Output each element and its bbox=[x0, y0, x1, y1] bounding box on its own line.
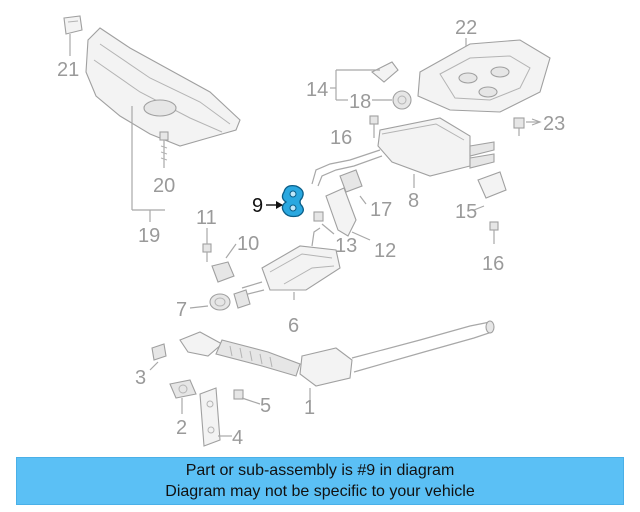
part-7-clamp bbox=[189, 289, 251, 311]
part-11-bolt bbox=[202, 228, 212, 262]
banner-line-1: Part or sub-assembly is #9 in diagram bbox=[185, 462, 455, 479]
part-16-bolt-lower bbox=[489, 221, 499, 244]
callout-3: 3 bbox=[135, 367, 146, 389]
part-4-bracket bbox=[199, 387, 232, 447]
callout-13: 13 bbox=[335, 235, 357, 257]
callout-17: 17 bbox=[370, 199, 392, 221]
callout-23: 23 bbox=[543, 113, 565, 135]
part-9-hanger-highlighted bbox=[266, 184, 304, 218]
part-15-bracket bbox=[473, 171, 507, 211]
callout-4: 4 bbox=[232, 427, 243, 449]
part-1-front-pipe-catalytic-converter bbox=[179, 320, 495, 402]
exhaust-system-diagram: 21 19 20 22 23 14 18 16 8 17 15 16 9 11 … bbox=[57, 15, 565, 449]
callout-15: 15 bbox=[455, 201, 477, 223]
diagram-notice-banner: Part or sub-assembly is #9 in diagram Di… bbox=[16, 457, 624, 505]
callout-10: 10 bbox=[237, 233, 259, 255]
part-12-bracket bbox=[325, 187, 371, 241]
part-14-bracket bbox=[330, 61, 399, 100]
part-2-gasket bbox=[169, 379, 197, 414]
callout-16-lower: 16 bbox=[482, 253, 504, 275]
part-8-rear-muffler bbox=[311, 117, 495, 188]
part-23-bolt bbox=[513, 117, 542, 136]
callout-19: 19 bbox=[138, 225, 160, 247]
part-13-bolt bbox=[313, 211, 335, 235]
part-17-rubber-mount bbox=[339, 169, 367, 205]
callout-6: 6 bbox=[288, 315, 299, 337]
part-6-center-muffler bbox=[239, 227, 341, 300]
part-21-clip bbox=[63, 15, 83, 56]
callout-8: 8 bbox=[408, 190, 419, 212]
part-16-bolt-upper bbox=[369, 115, 379, 138]
callout-20: 20 bbox=[153, 175, 175, 197]
part-22-cover-plate bbox=[417, 38, 551, 113]
callout-7: 7 bbox=[176, 299, 187, 321]
callout-2: 2 bbox=[176, 417, 187, 439]
part-18-rubber-mount bbox=[336, 90, 412, 110]
part-3-gasket bbox=[149, 343, 167, 371]
part-5-bolt bbox=[233, 389, 261, 405]
part-10-clamp bbox=[211, 243, 237, 283]
callout-9: 9 bbox=[252, 195, 263, 217]
callout-16-upper: 16 bbox=[330, 127, 352, 149]
callout-21: 21 bbox=[57, 59, 79, 81]
callout-5: 5 bbox=[260, 395, 271, 417]
callout-22: 22 bbox=[455, 17, 477, 39]
callout-11: 11 bbox=[196, 207, 217, 229]
callout-1: 1 bbox=[304, 397, 315, 419]
banner-line-2: Diagram may not be specific to your vehi… bbox=[165, 483, 475, 500]
part-20-bolt bbox=[159, 131, 169, 168]
part-19-heat-shield bbox=[85, 27, 241, 222]
callout-18: 18 bbox=[349, 91, 371, 113]
callout-12: 12 bbox=[374, 240, 396, 262]
callout-14: 14 bbox=[306, 79, 328, 101]
